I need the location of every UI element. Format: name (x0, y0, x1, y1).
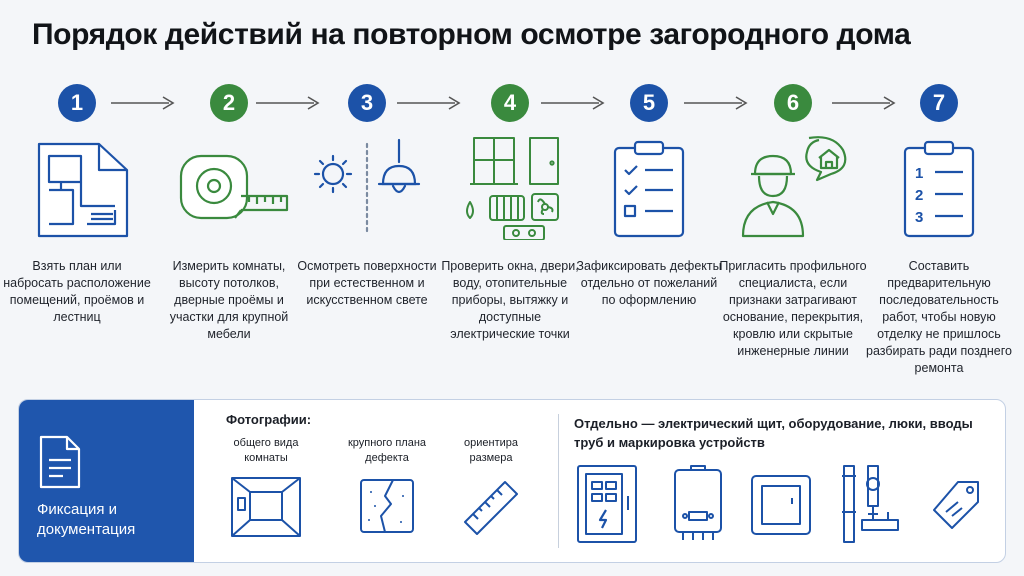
light-icon (313, 138, 421, 234)
divider (558, 414, 559, 548)
arrow-right-icon (111, 96, 175, 110)
crack-icon (360, 479, 414, 533)
other-title: Отдельно — электрический щит, оборудован… (574, 416, 973, 450)
svg-text:2: 2 (915, 187, 923, 204)
svg-text:1: 1 (915, 165, 923, 182)
pipes-icon (842, 465, 899, 543)
documentation-sidebar: Фиксация и документация (19, 400, 194, 562)
photo-size-reference: ориентира размера (441, 436, 541, 535)
photo-room: общего вида комнаты (216, 436, 316, 537)
arrow-right-icon (541, 96, 605, 110)
arrow-right-icon (397, 96, 461, 110)
photo-label: ориентира размера (464, 437, 518, 464)
step-text: Осмотреть поверхности при естественном и… (297, 259, 437, 307)
boiler-icon (674, 465, 722, 540)
svg-text:3: 3 (915, 209, 923, 226)
step-number: 5 (630, 84, 668, 122)
photo-label: крупного плана дефекта (347, 437, 427, 464)
documentation-label: Фиксация и документация (37, 501, 136, 538)
document-icon (39, 435, 81, 489)
step-number: 3 (348, 84, 386, 122)
window-door-outlet-icon (466, 137, 559, 240)
page-title: Порядок действий на повторном осмотре за… (32, 18, 911, 51)
documentation-panel: Фиксация и документация Фотографии: обще… (18, 399, 1006, 563)
arrow-right-icon (684, 96, 748, 110)
specialist-icon (741, 136, 847, 238)
arrow-right-icon (832, 96, 896, 110)
step-number: 4 (491, 84, 529, 122)
step-number: 2 (210, 84, 248, 122)
step-text: Взять план или набросать расположение по… (3, 259, 151, 324)
tag-icon (933, 481, 979, 529)
step-text: Измерить комнаты, высоту потолков, дверн… (169, 259, 289, 341)
ruler-icon (464, 481, 518, 535)
step-text: Зафиксировать дефекты отдельно от пожела… (576, 259, 722, 307)
hatch-icon (751, 475, 811, 535)
checklist-icon (613, 140, 685, 238)
photo-label: общего вида комнаты (233, 437, 299, 464)
floor-plan-icon (37, 142, 129, 238)
step-text: Пригласить профильного специалиста, если… (719, 259, 867, 358)
photo-defect: крупного плана дефекта (337, 436, 437, 533)
room-icon (231, 477, 301, 537)
tape-measure-icon (179, 154, 289, 220)
step-number: 6 (774, 84, 812, 122)
numbered-list-icon: 1 2 3 (903, 140, 975, 238)
step-text: Составить предварительную последовательн… (866, 259, 1012, 375)
step-number: 7 (920, 84, 958, 122)
arrow-right-icon (256, 96, 320, 110)
step-text: Проверить окна, двери, воду, отопительны… (441, 259, 579, 341)
electrical-panel-icon (577, 465, 637, 543)
step-number: 1 (58, 84, 96, 122)
photos-title: Фотографии: (226, 412, 312, 427)
